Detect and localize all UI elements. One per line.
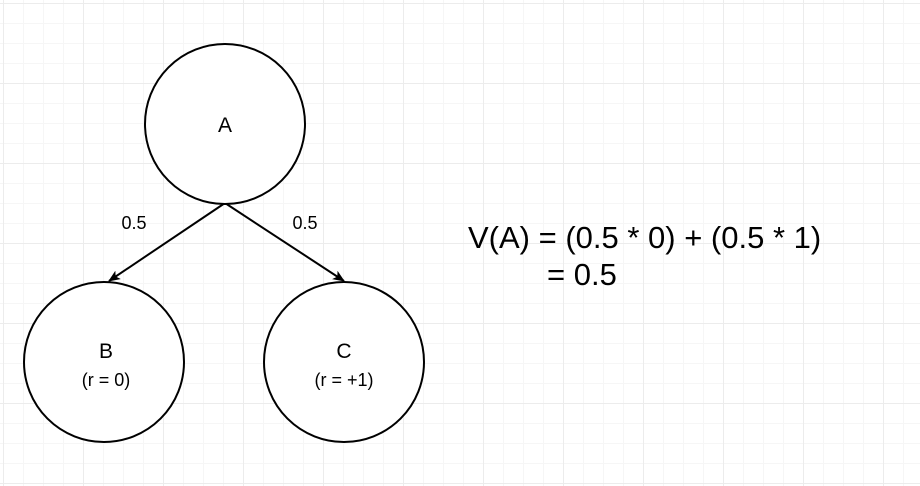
node-b: B (r = 0) bbox=[23, 281, 185, 443]
node-a-label: A bbox=[218, 114, 232, 137]
edge-a-to-c-probability: 0.5 bbox=[292, 213, 317, 233]
value-formula-line-1: V(A) = (0.5 * 0) + (0.5 * 1) bbox=[468, 220, 821, 255]
node-b-label: B bbox=[99, 340, 113, 363]
edge-a-to-b bbox=[108, 202, 226, 282]
node-a-circle bbox=[144, 43, 306, 205]
node-c-reward: (r = +1) bbox=[314, 370, 373, 390]
node-a: A bbox=[144, 43, 306, 205]
node-c-label: C bbox=[336, 340, 351, 363]
node-b-circle bbox=[23, 281, 185, 443]
node-b-reward: (r = 0) bbox=[82, 370, 131, 390]
value-formula-line-2: = 0.5 bbox=[547, 257, 617, 292]
node-c-circle bbox=[263, 281, 425, 443]
edge-a-to-b-probability: 0.5 bbox=[121, 213, 146, 233]
node-c: C (r = +1) bbox=[263, 281, 425, 443]
edge-a-to-c bbox=[224, 202, 345, 282]
